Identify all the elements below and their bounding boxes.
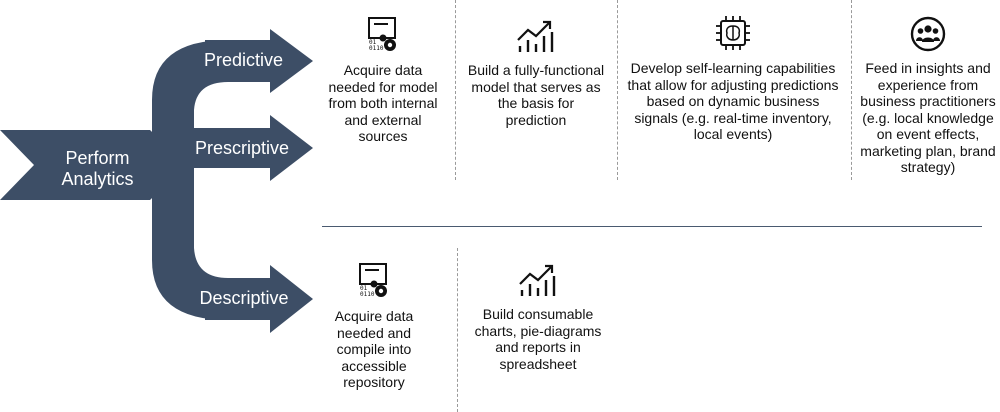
column-divider bbox=[851, 0, 852, 180]
step-text: Acquire data needed for model from both … bbox=[328, 62, 438, 144]
column-divider bbox=[617, 0, 618, 180]
predictive-step-build-model: Build a fully-functional model that serv… bbox=[466, 18, 606, 128]
svg-text:01: 01 bbox=[360, 285, 368, 292]
descriptive-arrow bbox=[205, 265, 313, 333]
descriptive-step-build-reports: Build consumable charts, pie-diagrams an… bbox=[472, 262, 604, 372]
step-text: Develop self-learning capabilities that … bbox=[627, 60, 839, 142]
descriptive-step-acquire-data: 01 0110 Acquire data needed and compile … bbox=[322, 262, 426, 391]
prescriptive-step-self-learning: Develop self-learning capabilities that … bbox=[626, 14, 840, 143]
growth-chart-icon bbox=[519, 264, 556, 296]
prescriptive-label: Prescriptive bbox=[194, 138, 290, 158]
step-text: Feed in insights and experience from bus… bbox=[860, 60, 996, 175]
prescriptive-step-practitioner-input: Feed in insights and experience from bus… bbox=[858, 16, 998, 176]
svg-text:0110: 0110 bbox=[360, 291, 375, 298]
step-text: Build consumable charts, pie-diagrams an… bbox=[474, 306, 602, 372]
data-gear-icon: 01 0110 bbox=[359, 263, 387, 298]
column-divider bbox=[457, 248, 458, 412]
step-text: Acquire data needed and compile into acc… bbox=[334, 308, 414, 390]
data-gear-icon: 01 0110 bbox=[368, 17, 396, 52]
step-text: Build a fully-functional model that serv… bbox=[467, 62, 605, 128]
branch-spine bbox=[152, 40, 228, 320]
perform-analytics-arrow bbox=[0, 130, 186, 200]
predictive-label: Predictive bbox=[203, 50, 284, 70]
prescriptive-arrow bbox=[194, 115, 313, 181]
column-divider bbox=[455, 0, 456, 180]
descriptive-label: Descriptive bbox=[199, 288, 289, 308]
row-divider bbox=[322, 226, 982, 227]
svg-text:01: 01 bbox=[369, 39, 377, 46]
predictive-step-acquire-data: 01 0110 Acquire data needed for model fr… bbox=[322, 16, 444, 145]
ai-chip-brain-icon bbox=[716, 16, 750, 50]
svg-text:0110: 0110 bbox=[369, 45, 384, 52]
main-label: Perform Analytics bbox=[61, 148, 134, 189]
predictive-arrow bbox=[205, 29, 313, 93]
growth-chart-icon bbox=[517, 20, 554, 52]
people-group-icon bbox=[910, 16, 946, 52]
